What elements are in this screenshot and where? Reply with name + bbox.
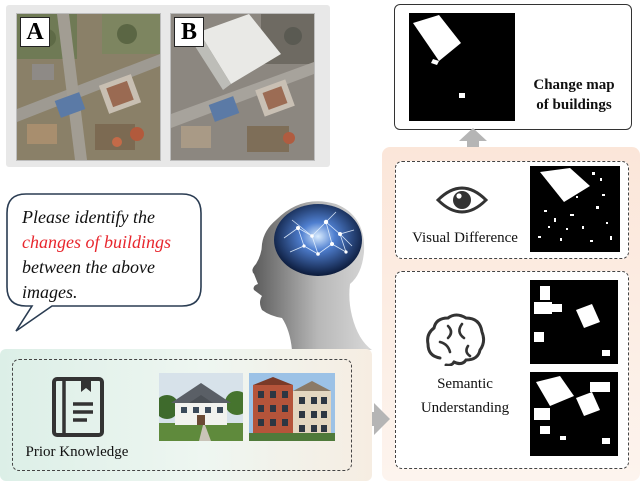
aerial-image-a: A [16,13,161,161]
prior-knowledge-panel: Prior Knowledge [0,349,372,481]
prompt-line1: Please identify the [22,207,155,227]
right-arrow-icon [354,403,390,435]
semantic-mask-b [530,372,618,456]
prompt-text: Please identify the changes of buildings… [22,205,202,305]
prior-knowledge-box: Prior Knowledge [12,359,352,471]
visual-difference-label: Visual Difference [412,230,518,246]
image-b-tag: B [174,17,204,47]
prior-knowledge-label: Prior Knowledge [25,444,129,460]
semantic-label-line2: Understanding [420,400,510,416]
knowledge-book-icon [52,377,104,437]
apartment-photo [249,373,335,441]
eye-icon [436,186,488,214]
aerial-image-b: B [170,13,315,161]
semantic-understanding-box: Semantic Understanding [395,271,629,469]
prompt-highlight: changes of buildings [22,232,171,252]
prompt-line4: images. [22,282,78,302]
brain-glow [274,204,362,276]
change-map-output: Change map of buildings [394,4,632,130]
change-map-label: Change map of buildings [523,75,625,115]
house-photo [159,373,243,441]
up-arrow-icon [459,128,487,156]
difference-map-image [530,166,620,252]
semantic-label: Semantic Understanding [402,372,528,420]
prompt-line3: between the above [22,257,155,277]
visual-difference-box: Visual Difference [395,161,629,259]
analysis-panel: Visual Difference Semantic Und [382,147,640,481]
brain-icon [426,313,486,366]
change-map-label-line2: of buildings [536,97,612,113]
semantic-mask-a [530,280,618,364]
human-head-illustration [252,201,372,350]
change-map-label-line1: Change map [533,77,615,93]
bitemporal-images-panel: A B [6,5,330,167]
semantic-label-line1: Semantic [437,376,493,392]
image-a-tag: A [20,17,50,47]
speech-bubble [6,193,202,332]
change-map-image [409,13,515,121]
